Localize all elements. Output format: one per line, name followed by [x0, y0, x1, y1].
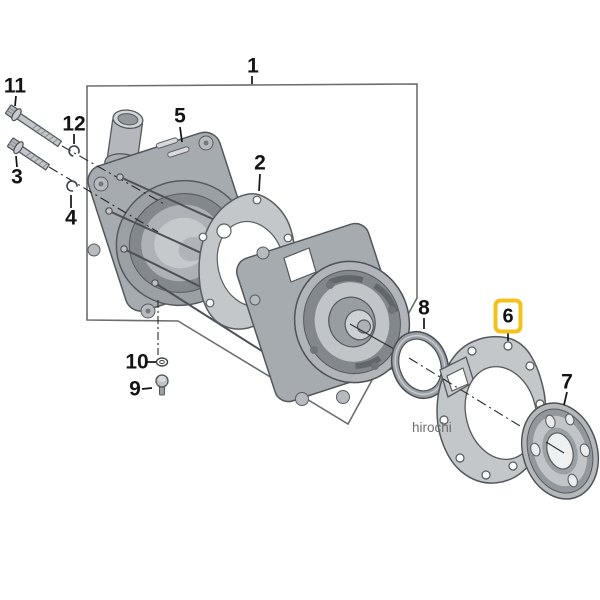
callout-6-highlight-box: 6 — [493, 298, 523, 334]
bearing-boss — [293, 260, 411, 384]
part-3-bolt — [7, 137, 51, 171]
callout-8: 8 — [418, 296, 430, 320]
through-bolt-heads — [105, 173, 159, 287]
callout-7: 7 — [561, 370, 573, 394]
cover-holes — [530, 413, 591, 488]
bolt-3-axis-line — [48, 166, 159, 233]
part-12-washer — [68, 145, 80, 157]
callout-9: 9 — [129, 377, 141, 401]
flange-boss — [87, 243, 101, 257]
center-axis-line-b — [408, 357, 539, 438]
boss-face-holes — [310, 281, 396, 370]
callout-leader-lines — [14, 76, 568, 406]
callout-12: 12 — [62, 112, 86, 136]
flange-slots — [155, 137, 190, 158]
part-6-gasket — [436, 335, 547, 484]
callout-1: 1 — [247, 54, 259, 78]
gasket-6-opening — [464, 365, 538, 461]
callout-5: 5 — [174, 104, 186, 128]
gasket-2-hole — [216, 223, 232, 239]
rear-flange-boss — [336, 390, 350, 404]
pump-impeller-assembly — [235, 222, 411, 406]
center-axis-end — [545, 441, 565, 454]
rear-flange-cutout — [283, 247, 317, 283]
part-10-washer — [155, 357, 169, 367]
rear-flange-boss — [249, 294, 261, 306]
rear-flange-boss — [295, 392, 309, 406]
callout-3: 3 — [11, 165, 23, 189]
boss-hole — [203, 140, 209, 146]
boss-hole — [98, 181, 104, 187]
callout-10: 10 — [125, 350, 149, 374]
callout-6: 6 — [502, 305, 514, 327]
part-4-washer — [66, 180, 78, 192]
watermark-text: hirochi — [412, 420, 452, 435]
gasket-6-notch — [446, 367, 469, 392]
part-9-screw — [155, 374, 169, 396]
callout-2: 2 — [254, 151, 266, 175]
part-11-bolt — [5, 104, 63, 148]
rear-flange-boss — [256, 246, 270, 260]
part-8-o-ring — [390, 330, 450, 400]
boundary-box-outline — [86, 83, 418, 426]
boss-hole — [145, 308, 151, 314]
part-1-boundary-box — [86, 83, 418, 426]
callout-4: 4 — [65, 206, 77, 230]
callout-11: 11 — [3, 74, 27, 98]
